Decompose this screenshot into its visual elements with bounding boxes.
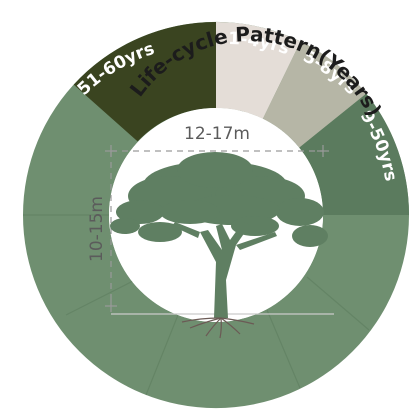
width-label: 12-17m (184, 124, 250, 144)
height-label: 10-15m (87, 196, 107, 262)
